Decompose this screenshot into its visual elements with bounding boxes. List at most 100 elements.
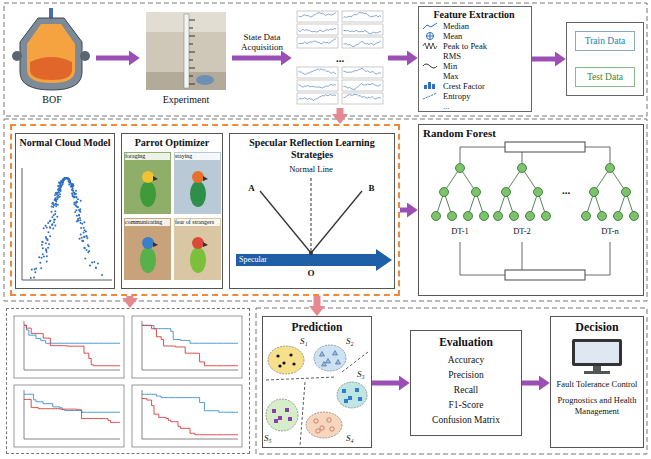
node-title: Feature Extraction xyxy=(419,9,529,21)
cloud-drop xyxy=(58,189,60,191)
cluster-region xyxy=(274,419,278,423)
reflection-diagram xyxy=(236,178,392,271)
cloud-drop xyxy=(43,256,45,258)
cloud-drop xyxy=(73,192,75,194)
cloud-drop xyxy=(76,205,78,207)
cloud-drop xyxy=(64,177,66,179)
cloud-drop xyxy=(65,177,67,179)
feature-icon xyxy=(426,32,434,40)
experiment-photo xyxy=(184,14,189,88)
node-title: Test Data xyxy=(578,72,632,83)
signal-chart xyxy=(297,93,338,104)
cloud-drop xyxy=(65,177,67,179)
flow-arrow xyxy=(522,381,539,386)
cloud-drop xyxy=(39,262,41,264)
cloud-drop xyxy=(51,205,53,207)
forest-box: Random Forest xyxy=(418,124,644,296)
parrot-photo xyxy=(124,152,171,214)
node-item: Accuracy xyxy=(414,353,518,368)
node-item: Peak to Peak xyxy=(419,41,529,51)
cloud-drop xyxy=(66,177,68,179)
cloud-drop xyxy=(75,196,77,198)
cloud-drop xyxy=(45,248,47,250)
signal-chart xyxy=(299,69,337,75)
cloud-drop xyxy=(51,224,53,226)
node-item: F1-Score xyxy=(414,398,518,413)
forest-bar xyxy=(460,242,610,275)
cloud-drop xyxy=(70,185,72,187)
cloud-axes xyxy=(22,168,112,280)
cloud-drop xyxy=(58,187,60,189)
cloud-drop xyxy=(83,231,85,233)
cloud-drop xyxy=(45,242,47,244)
node-item: Fault Tolerance Control xyxy=(554,379,640,390)
cloud-drop xyxy=(53,214,55,216)
cluster-region xyxy=(282,361,285,364)
forest-bar xyxy=(460,142,610,280)
cluster-region xyxy=(288,417,292,421)
cloud-drop xyxy=(78,209,80,211)
cloud-drop xyxy=(59,196,61,198)
cloud-drop xyxy=(62,180,64,182)
cloud-drop xyxy=(51,223,53,225)
signal-chart xyxy=(342,67,383,78)
feature-icon xyxy=(423,64,437,68)
cloud-drop xyxy=(57,204,59,206)
reflection-diagram xyxy=(376,249,392,271)
cloud-drop xyxy=(73,197,75,199)
node-title: Random Forest xyxy=(423,127,639,140)
decision-tree xyxy=(440,188,449,197)
cloud-drop xyxy=(53,219,55,221)
cloud-drop xyxy=(65,177,67,179)
cloud-drop xyxy=(97,263,99,265)
optimizer-group: Normal Cloud ModelParrot OptimizerSpecul… xyxy=(10,124,400,296)
cloud-drop xyxy=(83,236,85,238)
cluster-region xyxy=(358,397,362,401)
cluster-boundary xyxy=(266,352,368,446)
signal-panel: ... xyxy=(292,8,388,108)
experiment-photo xyxy=(146,12,226,90)
decision-tree xyxy=(534,188,543,197)
decision-tree xyxy=(472,188,481,197)
cluster-region xyxy=(276,354,279,357)
cloud-drop xyxy=(45,225,47,227)
parrot-photo xyxy=(203,242,208,247)
cloud-drop xyxy=(76,215,78,217)
reflection-diagram xyxy=(260,191,311,253)
cloud-drop xyxy=(86,235,88,237)
convergence-plot xyxy=(14,316,242,447)
cloud-drop xyxy=(77,206,79,208)
experiment-photo xyxy=(196,75,214,85)
feature-icon xyxy=(423,43,437,49)
decision-tree xyxy=(606,164,615,173)
cluster-region xyxy=(337,382,367,408)
converter-illustration xyxy=(12,51,22,61)
cluster-region xyxy=(314,419,318,423)
cloud-drop xyxy=(68,181,70,183)
decision-tree xyxy=(590,188,599,197)
cloud-drop xyxy=(54,200,56,202)
annotation-label: S₁ xyxy=(300,336,313,347)
node-item: Max xyxy=(419,71,529,81)
signal-chart xyxy=(342,93,383,104)
converter-illustration xyxy=(80,51,90,61)
cloud-drop xyxy=(31,269,33,271)
cloud-drop xyxy=(86,237,88,239)
annotation-label: staying xyxy=(175,153,220,160)
node-title: BOF xyxy=(8,94,96,106)
cloud-drop xyxy=(55,197,57,199)
cluster-region xyxy=(327,418,331,422)
flow-arrow xyxy=(337,108,344,114)
cloud-drop xyxy=(54,194,56,196)
cloud-drop xyxy=(34,268,36,270)
node-item: RMS xyxy=(419,51,529,61)
feature-box: Feature ExtractionMedianMeanPeak to Peak… xyxy=(418,6,532,112)
cloud-drop xyxy=(73,196,75,198)
reflection-diagram xyxy=(236,254,376,266)
cloud-drop xyxy=(46,226,48,228)
method-box: Normal Cloud Model xyxy=(15,133,115,289)
reflection-diagram xyxy=(311,191,362,253)
parrot-photo xyxy=(153,176,158,181)
